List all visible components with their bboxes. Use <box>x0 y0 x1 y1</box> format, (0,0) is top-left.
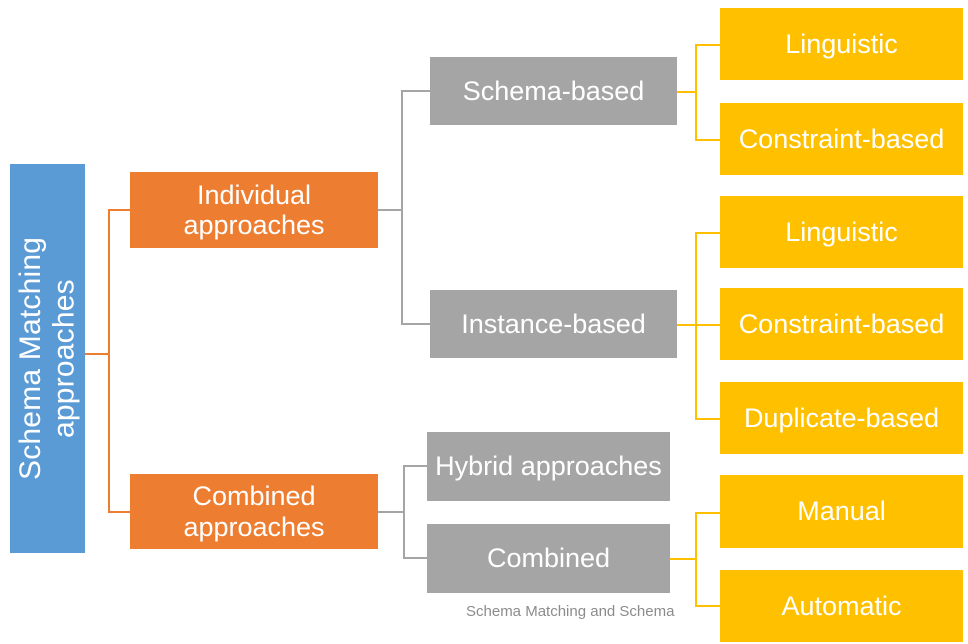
connector-combined-to-manual <box>695 512 721 514</box>
node-hybrid-approaches[interactable]: Hybrid approaches <box>427 432 670 501</box>
connector-individual-to-schema-based <box>401 90 431 92</box>
node-combined-approaches[interactable]: Combined approaches <box>130 474 378 549</box>
connector-individual-spine <box>401 90 403 324</box>
connector-combined-to-hybrid <box>403 465 429 467</box>
connector-instance-based-stub <box>677 324 697 326</box>
node-instance-constraint-based[interactable]: Constraint-based <box>720 288 963 360</box>
node-schema-matching-approaches[interactable]: Schema Matching approaches <box>10 164 85 553</box>
connector-combined-stub <box>378 511 404 513</box>
connector-individual-to-instance-based <box>401 323 431 325</box>
connector-root-stub <box>85 353 109 355</box>
connector-combined-to-automatic <box>695 605 721 607</box>
node-schema-constraint-based[interactable]: Constraint-based <box>720 103 963 175</box>
node-schema-based[interactable]: Schema-based <box>430 57 677 125</box>
connector-instance-to-constraint-based <box>695 324 721 326</box>
node-instance-duplicate-based[interactable]: Duplicate-based <box>720 382 963 454</box>
connector-schema-based-spine <box>695 44 697 140</box>
connector-root-to-individual <box>108 209 131 211</box>
connector-combined-to-combined-node <box>403 557 429 559</box>
connector-combined-node-stub <box>670 558 697 560</box>
connector-individual-stub <box>378 209 402 211</box>
node-individual-approaches[interactable]: Individual approaches <box>130 172 378 248</box>
node-schema-linguistic[interactable]: Linguistic <box>720 8 963 80</box>
connector-root-to-combined <box>108 511 131 513</box>
node-combined[interactable]: Combined <box>427 524 670 593</box>
connector-schema-to-linguistic <box>695 44 721 46</box>
connector-schema-to-constraint-based <box>695 139 721 141</box>
connector-combined-spine <box>403 465 405 558</box>
figure-caption: Schema Matching and Schema <box>466 603 675 620</box>
node-automatic[interactable]: Automatic <box>720 570 963 642</box>
node-instance-linguistic[interactable]: Linguistic <box>720 196 963 268</box>
connector-instance-to-linguistic <box>695 232 721 234</box>
connector-instance-to-duplicate-based <box>695 418 721 420</box>
node-manual[interactable]: Manual <box>720 475 963 548</box>
node-instance-based[interactable]: Instance-based <box>430 290 677 358</box>
connector-schema-based-stub <box>677 91 697 93</box>
connector-root-spine <box>108 209 110 512</box>
connector-combined-node-spine <box>695 512 697 606</box>
